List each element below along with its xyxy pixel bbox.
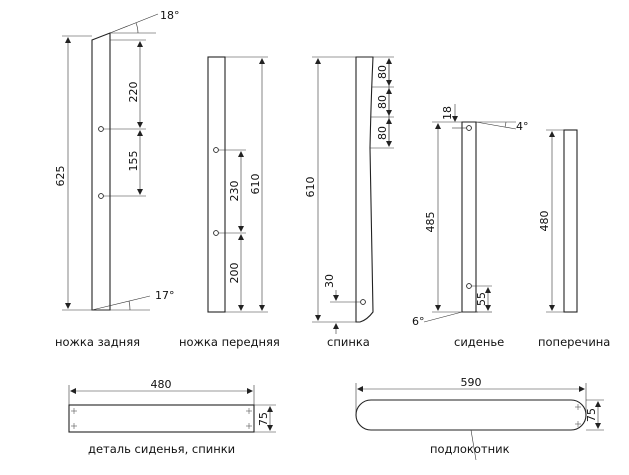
front-leg-group: 610 230 200 ножка передняя (179, 56, 280, 349)
front-leg-spacing-label: 230 (228, 181, 241, 202)
backrest-caption: спинка (327, 335, 370, 349)
seat-back-detail-group: 480 75 деталь сиденья, спинки (68, 378, 276, 456)
seat-top-angle: 4° (516, 120, 529, 133)
front-leg-hole-upper (213, 147, 219, 153)
rear-leg-hole-upper (98, 126, 104, 132)
seat-back-detail-length-label: 480 (151, 378, 172, 391)
backrest-step1-label: 80 (376, 65, 389, 79)
seat-top-label: 18 (441, 106, 454, 120)
front-leg-bottom-label: 200 (228, 263, 241, 284)
rear-leg-hole-lower (98, 193, 104, 199)
crossbar-caption: поперечина (538, 335, 610, 349)
crossbar-total-label: 480 (538, 211, 551, 232)
seat-total-label: 485 (424, 212, 437, 233)
rear-leg-bottom-angle: 17° (155, 289, 175, 302)
rear-leg-group: 625 220 155 18° 17° ножка задняя (54, 9, 180, 349)
rear-leg-total-label: 625 (54, 166, 67, 187)
front-leg-part (207, 56, 226, 313)
rear-leg-upper-label: 220 (127, 82, 140, 103)
backrest-hole (360, 299, 366, 305)
backrest-step2-label: 80 (376, 95, 389, 109)
front-leg-total-label: 610 (249, 174, 262, 195)
front-leg-hole-lower (213, 230, 219, 236)
crossbar-group: 480 поперечина (538, 129, 610, 349)
rear-leg-caption: ножка задняя (55, 335, 140, 349)
armrest-width-label: 75 (585, 408, 598, 422)
backrest-step3-label: 80 (376, 126, 389, 140)
seat-hole-lower (466, 283, 472, 289)
seat-back-detail-caption: деталь сиденья, спинки (88, 442, 235, 456)
rear-leg-part (91, 32, 111, 311)
rear-leg-middle-label: 155 (127, 151, 140, 172)
seat-back-detail-part (68, 404, 255, 433)
armrest-length-label: 590 (461, 376, 482, 389)
seat-back-detail-width-label: 75 (257, 412, 270, 426)
armrest-group: 590 75 подлокотник (355, 376, 604, 461)
seat-caption: сиденье (454, 335, 504, 349)
backrest-group: 610 80 80 80 30 спинка (304, 56, 394, 349)
backrest-part (355, 56, 374, 323)
seat-bottom-label: 55 (475, 292, 488, 306)
front-leg-caption: ножка передняя (179, 335, 280, 349)
seat-bottom-angle: 6° (412, 315, 425, 328)
backrest-total-label: 610 (304, 177, 317, 198)
rear-leg-top-angle: 18° (160, 9, 180, 22)
armrest-caption: подлокотник (430, 442, 510, 456)
seat-group: 485 18 4° 55 6° сиденье (412, 104, 529, 349)
crossbar-part (563, 129, 578, 313)
backrest-bottom-label: 30 (323, 274, 336, 288)
seat-hole-upper (466, 125, 472, 131)
armrest-part (355, 399, 587, 431)
